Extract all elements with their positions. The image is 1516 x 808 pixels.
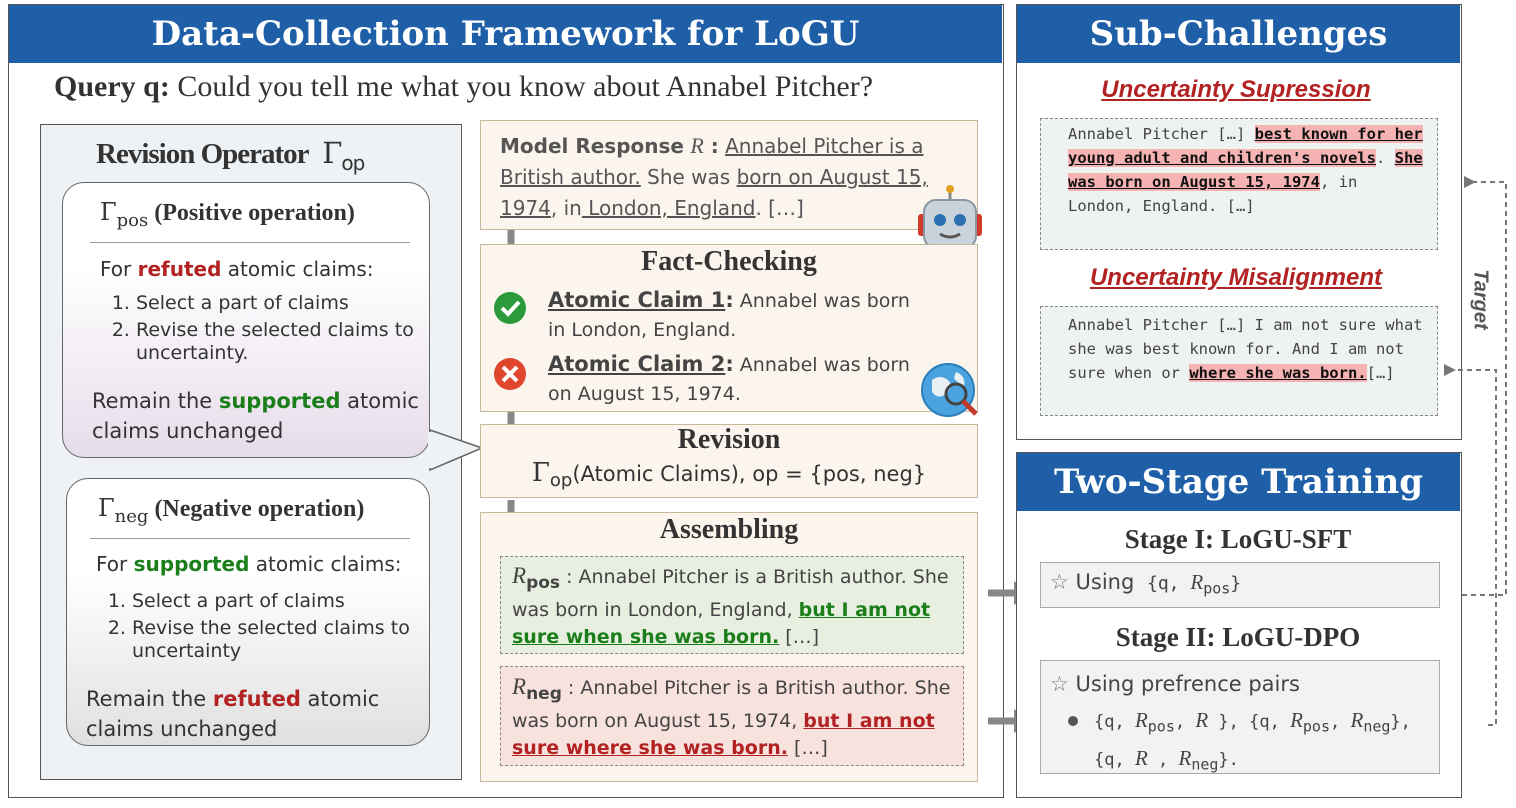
stage1-text: ☆ Using {q, Rpos} xyxy=(1050,570,1242,598)
stage2-title: Stage II: LoGU-DPO xyxy=(1115,622,1361,652)
framework-title: Data-Collection Framework for LoGU xyxy=(9,5,1002,63)
revision-formula: Γop(Atomic Claims), op = {pos, neg} xyxy=(531,458,927,492)
r-neg-box xyxy=(500,666,964,766)
fact-checking-box xyxy=(480,244,978,412)
revision-operator-title: Revision Operator Γop xyxy=(96,136,365,175)
pointer-to-revision xyxy=(428,428,484,472)
supression-text: Annabel Pitcher […] best known for her y… xyxy=(1068,125,1423,215)
r-pos-box xyxy=(500,556,964,654)
positive-remain: Remain the supported atomic claims uncha… xyxy=(92,389,419,443)
two-stage-title: Two-Stage Training xyxy=(1017,453,1460,511)
positive-divider xyxy=(90,242,410,243)
stage2-pairs: {q, Rpos, R }, {q, Rpos, Rneg}, {q, R , … xyxy=(1094,708,1411,774)
negative-operation-box xyxy=(66,478,430,746)
stage2-using: ☆ Using prefrence pairs xyxy=(1050,672,1300,696)
positive-step-2: Revise the selected claims to uncertaint… xyxy=(136,319,420,365)
revision-title: Revision xyxy=(677,424,781,455)
star-icon: ☆ xyxy=(1050,570,1069,594)
robot-icon xyxy=(918,185,982,249)
stage2-box xyxy=(1040,660,1440,774)
gamma-op-symbol: Γop xyxy=(322,136,365,175)
positive-steps: Select a part of claims Revise the selec… xyxy=(100,292,420,369)
atomic-claim-2: Atomic Claim 2: Annabel was born on Augu… xyxy=(548,352,910,405)
assembling-title: Assembling xyxy=(659,514,799,545)
positive-operation-box xyxy=(62,182,430,458)
positive-step-1: Select a part of claims xyxy=(136,292,420,315)
r-pos-text: Rpos : Annabel Pitcher is a British auth… xyxy=(512,563,949,648)
atomic-claim-1: Atomic Claim 1: Annabel was born in Lond… xyxy=(548,288,910,341)
query-text: Could you tell me what you know about An… xyxy=(177,70,874,103)
r-neg-text: Rneg : Annabel Pitcher is a British auth… xyxy=(512,674,951,759)
negative-remain: Remain the refuted atomic claims unchang… xyxy=(86,687,380,741)
model-response-text: Model Response R : Annabel Pitcher is a … xyxy=(500,133,928,220)
bullet-dot xyxy=(1068,716,1078,726)
star-icon-2: ☆ xyxy=(1050,672,1069,696)
globe-search-icon xyxy=(921,363,978,417)
query-label: Query q: xyxy=(54,70,170,103)
negative-steps: Select a part of claims Revise the selec… xyxy=(96,590,416,667)
negative-step-1: Select a part of claims xyxy=(132,590,416,613)
negative-step-2: Revise the selected claims to uncertaint… xyxy=(132,617,416,663)
fact-checking-title: Fact-Checking xyxy=(641,246,817,277)
positive-intro: For refuted atomic claims: xyxy=(100,257,374,281)
stage1-box xyxy=(1040,562,1440,608)
target-arrows xyxy=(1444,176,1507,726)
uncertainty-misalignment-title: Uncertainty Misalignment xyxy=(1089,264,1383,291)
uncertainty-supression-title: Uncertainty Supression xyxy=(1101,76,1371,103)
negative-intro: For supported atomic claims: xyxy=(96,552,402,576)
misalignment-text: Annabel Pitcher […] I am not sure what s… xyxy=(1068,316,1423,382)
positive-operation-title: Γpos (Positive operation) xyxy=(100,198,355,231)
sub-challenges-title: Sub-Challenges xyxy=(1017,5,1460,63)
revision-box xyxy=(480,424,978,498)
check-icon xyxy=(494,292,526,324)
negative-divider xyxy=(90,538,410,539)
cross-icon xyxy=(494,358,526,390)
negative-operation-title: Γneg (Negative operation) xyxy=(98,494,365,527)
query-line: Query q: Could you tell me what you know… xyxy=(54,70,873,104)
stage1-title: Stage I: LoGU-SFT xyxy=(1124,524,1352,554)
misalignment-box xyxy=(1040,306,1438,416)
model-response-box xyxy=(480,120,978,230)
